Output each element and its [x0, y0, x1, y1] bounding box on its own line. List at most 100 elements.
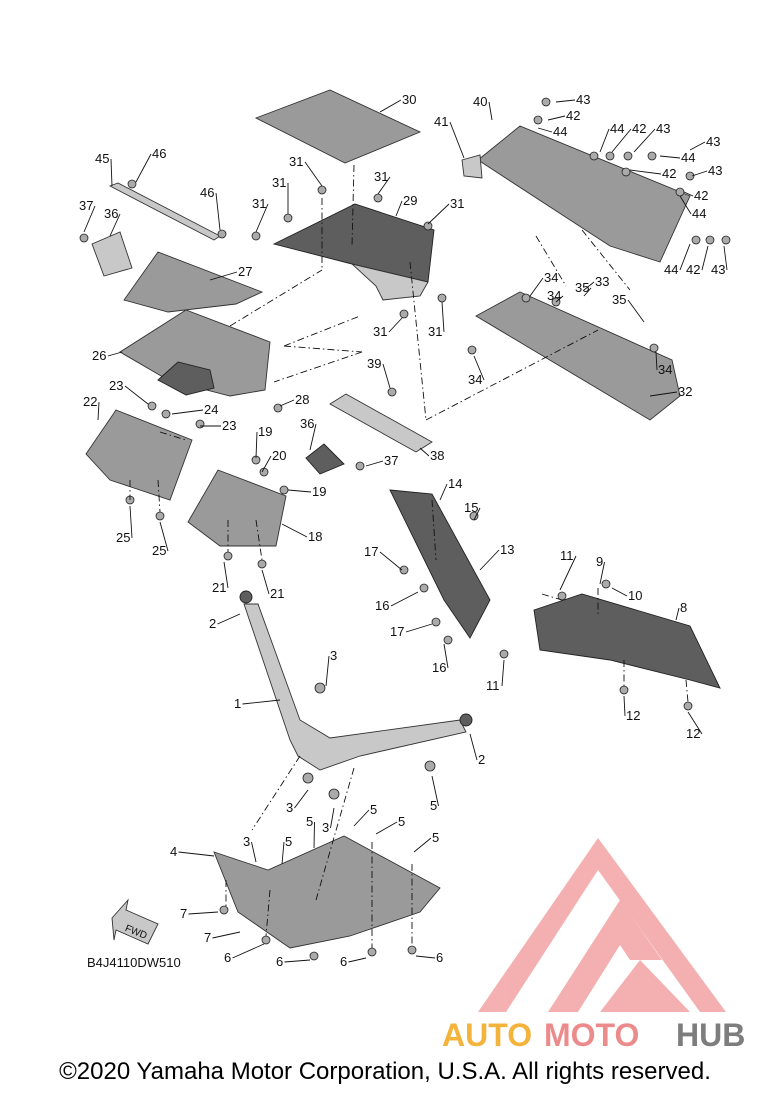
callout-44: 44	[553, 124, 567, 139]
callout-leader-line	[559, 555, 577, 591]
callout-leader-line	[261, 569, 270, 595]
callout-leader-line	[255, 203, 269, 233]
callout-13: 13	[500, 542, 514, 557]
callout-5: 5	[398, 814, 405, 829]
callout-33: 33	[595, 274, 609, 289]
callout-leader-line	[281, 841, 285, 865]
callout-35: 35	[612, 292, 626, 307]
callout-22: 22	[83, 394, 97, 409]
bolt	[219, 905, 229, 915]
callout-14: 14	[448, 476, 462, 491]
callout-leader-line	[679, 243, 691, 271]
callout-leader-line	[365, 460, 384, 467]
part-22-bracket	[85, 409, 193, 501]
callout-leader-line	[501, 659, 505, 687]
callout-leader-line	[473, 355, 485, 381]
callout-leader-line	[431, 775, 439, 807]
callout-6: 6	[340, 954, 347, 969]
callout-17: 17	[390, 624, 404, 639]
copyright-footer: ©2020 Yamaha Motor Corporation, U.S.A. A…	[59, 1058, 711, 1085]
callout-leader-line	[209, 271, 238, 281]
callout-6: 6	[276, 954, 283, 969]
callout-leader-line	[629, 169, 662, 175]
callout-leader-line	[279, 399, 295, 407]
callout-leader-line	[325, 655, 330, 687]
callout-32: 32	[678, 384, 692, 399]
callout-leader-line	[261, 455, 272, 473]
callout-leader-line	[390, 591, 419, 607]
callout-leader-line	[135, 153, 152, 183]
callout-31: 31	[450, 196, 464, 211]
callout-leader-line	[107, 351, 123, 357]
callout-leader-line	[284, 959, 311, 963]
callout-12: 12	[686, 726, 700, 741]
callout-leader-line	[217, 613, 241, 625]
bolt	[721, 235, 731, 245]
callout-7: 7	[204, 930, 211, 945]
callout-leader-line	[129, 505, 133, 539]
bolt	[424, 760, 436, 772]
callout-28: 28	[295, 392, 309, 407]
callout-21: 21	[270, 586, 284, 601]
fwd-arrow: FWD	[111, 898, 159, 945]
callout-leader-line	[537, 127, 553, 133]
callout-43: 43	[708, 163, 722, 178]
callout-24: 24	[204, 402, 218, 417]
callout-leader-line	[633, 128, 656, 153]
callout-42: 42	[566, 108, 580, 123]
bolt	[317, 185, 327, 195]
bolt	[533, 115, 543, 125]
callout-leader-line	[679, 195, 692, 215]
bolt	[387, 387, 397, 397]
part-4-skid-plate	[213, 835, 441, 949]
callout-leader-line	[583, 281, 595, 291]
callout-leader-line	[675, 607, 680, 621]
callout-19: 19	[258, 424, 272, 439]
callout-leader-line	[212, 931, 241, 939]
bolt	[623, 151, 633, 161]
callout-leader-line	[382, 363, 391, 389]
bolt	[161, 409, 171, 419]
callout-9: 9	[596, 554, 603, 569]
callout-44: 44	[664, 262, 678, 277]
callout-31: 31	[289, 154, 303, 169]
callout-31: 31	[272, 175, 286, 190]
callout-leader-line	[109, 213, 121, 237]
callout-leader-line	[687, 711, 703, 735]
callout-leader-line	[395, 200, 403, 217]
callout-34: 34	[547, 288, 561, 303]
part-27-cover	[123, 251, 264, 313]
callout-leader-line	[294, 789, 309, 809]
callout-34: 34	[544, 270, 558, 285]
bolt	[302, 772, 314, 784]
callout-leader-line	[188, 911, 219, 915]
callout-leader-line	[309, 423, 317, 451]
callout-31: 31	[428, 324, 442, 339]
watermark-hub-text: HUB	[676, 1017, 745, 1053]
callout-leader-line	[623, 695, 626, 717]
callout-26: 26	[92, 348, 106, 363]
callout-leader-line	[379, 551, 403, 571]
callout-leader-line	[473, 507, 481, 521]
callout-leader-line	[223, 561, 229, 589]
callout-23: 23	[222, 418, 236, 433]
callout-31: 31	[374, 169, 388, 184]
callout-leader-line	[611, 587, 628, 597]
part-2-cap-left	[239, 590, 253, 604]
callout-4: 4	[170, 844, 177, 859]
callout-leader-line	[313, 821, 315, 849]
bolt	[251, 231, 261, 241]
part-36-bracket	[91, 231, 133, 277]
callout-37: 37	[384, 453, 398, 468]
callout-leader-line	[171, 409, 204, 415]
bolt	[619, 685, 629, 695]
part-40-heat-shield	[477, 125, 691, 263]
callout-43: 43	[656, 121, 670, 136]
callout-2: 2	[209, 616, 216, 631]
bolt	[605, 151, 615, 161]
callout-leader-line	[413, 837, 432, 853]
callout-leader-line	[723, 245, 728, 271]
bolt	[705, 235, 715, 245]
bolt	[373, 193, 383, 203]
